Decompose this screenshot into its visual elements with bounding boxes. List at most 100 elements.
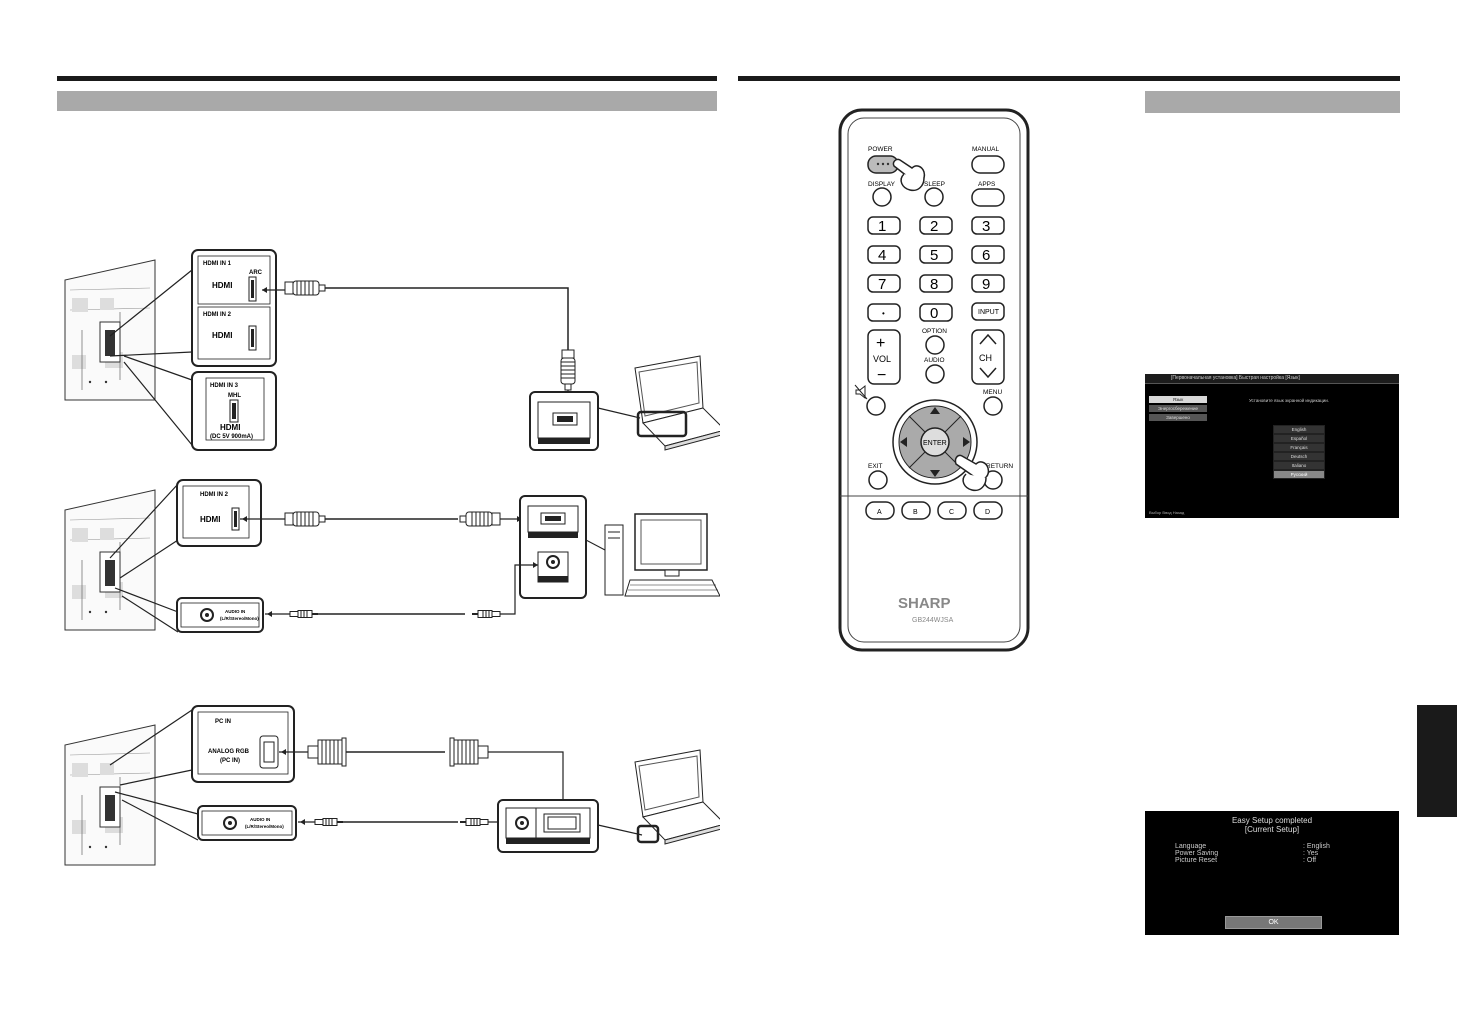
digit-button[interactable] bbox=[919, 216, 953, 235]
digit-label: 6 bbox=[982, 247, 990, 264]
input-label: INPUT bbox=[978, 309, 1000, 316]
color-button-label: B bbox=[913, 509, 918, 516]
analog-rgb-label: ANALOG RGB bbox=[208, 749, 250, 755]
option-button[interactable] bbox=[925, 335, 945, 355]
language-option[interactable]: English bbox=[1273, 425, 1325, 434]
ch-label: CH bbox=[979, 353, 992, 363]
dot-label: • bbox=[882, 309, 885, 318]
apps-button[interactable] bbox=[971, 188, 1005, 207]
digit-label: 9 bbox=[982, 276, 990, 293]
audio-sub-label: (L/R/Stereo/Mono) bbox=[245, 824, 284, 829]
audio-button[interactable] bbox=[925, 364, 945, 384]
sleep-button[interactable] bbox=[924, 187, 944, 207]
color-button-label: C bbox=[949, 509, 954, 516]
digit-button[interactable] bbox=[971, 216, 1005, 235]
port-label: HDMI IN 2 bbox=[203, 312, 232, 318]
side-item[interactable]: Энергосбережение bbox=[1149, 405, 1207, 412]
mhl-label: MHL bbox=[228, 393, 241, 399]
color-button[interactable] bbox=[901, 501, 931, 520]
language-setup-screen: [Первоначальная установка] Быстрая настр… bbox=[1145, 374, 1399, 518]
setup-complete-screen: Easy Setup completed [Current Setup] Lan… bbox=[1145, 811, 1399, 935]
digit-button[interactable] bbox=[867, 216, 901, 235]
digit-label: 5 bbox=[930, 247, 938, 264]
digit-button[interactable] bbox=[971, 245, 1005, 264]
audio-sub-label: (L/R/Stereo/Mono) bbox=[220, 616, 259, 621]
enter-label: ENTER bbox=[923, 440, 947, 447]
return-label: RETURN bbox=[986, 463, 1013, 470]
language-option[interactable]: Italiano bbox=[1273, 461, 1325, 470]
side-item[interactable]: Завершено bbox=[1149, 414, 1207, 421]
language-option[interactable]: Español bbox=[1273, 434, 1325, 443]
vol-plus: + bbox=[876, 335, 885, 352]
right-header-rule bbox=[738, 76, 1400, 81]
digit-button[interactable] bbox=[867, 245, 901, 264]
digit-label: 1 bbox=[878, 218, 886, 235]
port-label: HDMI IN 3 bbox=[210, 383, 239, 389]
language-option[interactable]: Deutsch bbox=[1273, 452, 1325, 461]
mute-icon bbox=[854, 384, 868, 400]
language-option-selected[interactable]: Русский bbox=[1273, 470, 1325, 479]
setting-key: Power Saving bbox=[1175, 850, 1219, 857]
digit-button[interactable] bbox=[867, 274, 901, 293]
osd-prompt: Установите язык экранной индикации. bbox=[1249, 398, 1330, 403]
exit-label: EXIT bbox=[868, 463, 882, 470]
color-button-label: A bbox=[877, 509, 882, 516]
mute-button[interactable] bbox=[866, 396, 886, 416]
color-button[interactable] bbox=[865, 501, 895, 520]
manual-button[interactable] bbox=[971, 155, 1005, 174]
apps-label: APPS bbox=[978, 181, 996, 188]
digit-label: 0 bbox=[930, 305, 938, 322]
brand-logo: SHARP bbox=[898, 595, 951, 612]
vol-minus: − bbox=[877, 367, 886, 384]
menu-label: MENU bbox=[983, 389, 1002, 396]
left-section-band bbox=[57, 91, 717, 111]
arc-label: ARC bbox=[249, 270, 263, 276]
exit-button[interactable] bbox=[868, 470, 888, 490]
port-label: PC IN bbox=[215, 719, 231, 725]
menu-button[interactable] bbox=[983, 396, 1003, 416]
input-button[interactable] bbox=[971, 302, 1005, 321]
hdmi-logo: HDMI bbox=[212, 331, 232, 340]
audio-label: AUDIO IN bbox=[225, 609, 245, 614]
display-button[interactable] bbox=[872, 187, 892, 207]
model-label: GB244WJSA bbox=[912, 617, 954, 624]
osd-title: [Первоначальная установка] Быстрая настр… bbox=[1145, 374, 1399, 384]
enter-button[interactable] bbox=[920, 427, 950, 457]
osd-subtitle: [Current Setup] bbox=[1244, 825, 1300, 834]
hdmi-logo: HDMI bbox=[212, 281, 232, 290]
power-label: POWER bbox=[868, 146, 893, 153]
audio-label: AUDIO IN bbox=[250, 817, 270, 822]
manual-label: MANUAL bbox=[972, 146, 999, 153]
hdmi-logo: HDMI bbox=[220, 423, 240, 432]
side-tab bbox=[1417, 705, 1457, 817]
setting-key: Picture Reset bbox=[1175, 857, 1218, 864]
ok-button[interactable]: OK bbox=[1225, 916, 1322, 929]
color-button[interactable] bbox=[973, 501, 1003, 520]
setting-value: : Yes bbox=[1303, 850, 1319, 857]
digit-button[interactable] bbox=[919, 303, 953, 322]
digit-button[interactable] bbox=[919, 274, 953, 293]
digit-button[interactable] bbox=[971, 274, 1005, 293]
dot-button[interactable] bbox=[867, 303, 901, 322]
digit-label: 7 bbox=[878, 276, 886, 293]
setting-value: : Off bbox=[1303, 857, 1317, 864]
display-label: DISPLAY bbox=[868, 181, 896, 188]
hdmi-logo: HDMI bbox=[200, 515, 220, 524]
digit-button[interactable] bbox=[919, 245, 953, 264]
port-label: HDMI IN 1 bbox=[203, 261, 232, 267]
vol-label: VOL bbox=[873, 354, 891, 364]
side-item[interactable]: Язык bbox=[1149, 396, 1207, 403]
option-label: OPTION bbox=[922, 328, 947, 335]
left-header-rule bbox=[57, 76, 717, 81]
connection-diagram: HDMI IN 1 ARC HDMI HDMI IN 2 HDMI HDMI I… bbox=[64, 249, 720, 866]
setting-key: Language bbox=[1175, 843, 1207, 850]
digit-label: 2 bbox=[930, 218, 938, 235]
color-button[interactable] bbox=[937, 501, 967, 520]
language-option[interactable]: Français bbox=[1273, 443, 1325, 452]
volume-rocker[interactable] bbox=[867, 329, 901, 385]
audio-label: AUDIO bbox=[924, 357, 945, 364]
sleep-label: SLEEP bbox=[924, 181, 945, 188]
